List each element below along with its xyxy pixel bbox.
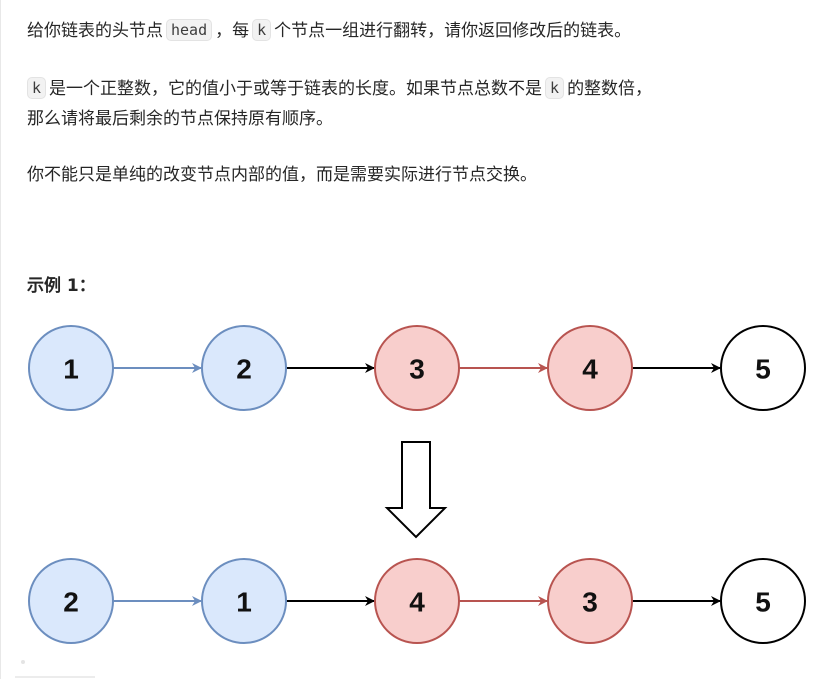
divider xyxy=(15,676,95,678)
inline-code-k: k xyxy=(252,19,272,41)
node-value: 4 xyxy=(409,587,425,618)
node-circle xyxy=(547,325,633,411)
list-node: 4 xyxy=(547,325,633,411)
list-node: 1 xyxy=(28,325,114,411)
node-value: 5 xyxy=(755,587,771,618)
node-circle xyxy=(28,558,114,644)
node-value: 2 xyxy=(63,587,79,618)
node-circle xyxy=(374,325,460,411)
list-node: 5 xyxy=(720,558,806,644)
node-circle xyxy=(201,325,287,411)
node-value: 5 xyxy=(755,354,771,385)
inline-code-k: k xyxy=(545,77,565,99)
list-node: 5 xyxy=(720,325,806,411)
node-circle xyxy=(720,558,806,644)
list-node: 3 xyxy=(374,325,460,411)
list-node: 1 xyxy=(201,558,287,644)
list-node: 3 xyxy=(547,558,633,644)
node-value: 4 xyxy=(582,354,598,385)
inline-code-k: k xyxy=(27,77,47,99)
node-circle xyxy=(201,558,287,644)
node-value: 3 xyxy=(409,354,425,385)
inline-code-head: head xyxy=(166,19,213,41)
node-circle xyxy=(547,558,633,644)
node-value: 2 xyxy=(236,354,252,385)
list-node: 4 xyxy=(374,558,460,644)
scroll-indicator xyxy=(21,660,25,664)
text-segment: 那么请将最后剩余的节点保持原有顺序。 xyxy=(27,109,333,129)
list-after: 2 1 4 3 5 xyxy=(28,558,806,644)
node-value: 1 xyxy=(236,587,252,618)
linked-list-diagram: 1 2 3 4 5 2 1 4 3 5 xyxy=(28,325,806,644)
list-node: 2 xyxy=(201,325,287,411)
list-node: 2 xyxy=(28,558,114,644)
node-circle xyxy=(720,325,806,411)
transform-down-arrow-icon xyxy=(384,441,448,539)
text-segment: 的整数倍， xyxy=(567,79,653,99)
node-value: 1 xyxy=(63,354,79,385)
text-segment: ，每 xyxy=(215,21,250,41)
text-segment: 是一个正整数，它的值小于或等于链表的长度。如果节点总数不是 xyxy=(49,79,543,99)
node-circle xyxy=(374,558,460,644)
list-before: 1 2 3 4 5 xyxy=(28,325,806,411)
text-segment: 给你链表的头节点 xyxy=(27,21,163,41)
description-paragraph-3: 你不能只是单纯的改变节点内部的值，而是需要实际进行节点交换。 xyxy=(27,165,537,185)
node-value: 3 xyxy=(582,587,598,618)
example-title: 示例 1： xyxy=(27,276,96,296)
text-segment: 个节点一组进行翻转，请你返回修改后的链表。 xyxy=(274,21,632,41)
node-circle xyxy=(28,325,114,411)
